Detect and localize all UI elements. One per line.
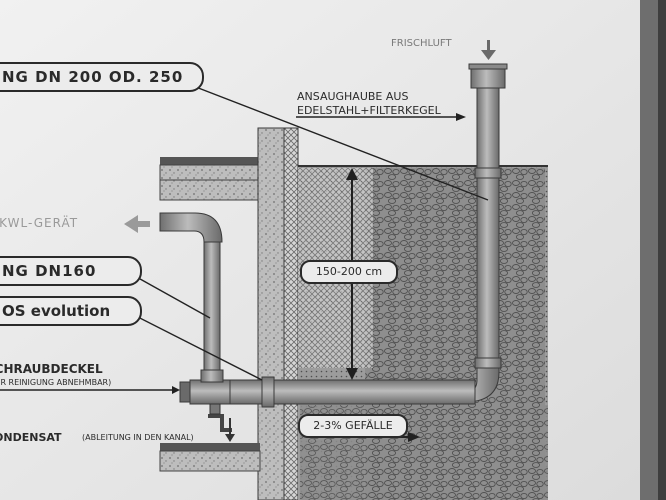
wall-insulation (283, 127, 299, 500)
basement-wall (257, 127, 285, 500)
leader-outer-pipe (187, 83, 489, 201)
leader-system (123, 309, 263, 381)
intake-riser-pipe (476, 87, 500, 371)
label-slope: 2-3% GEFÄLLE (298, 414, 408, 438)
fresh-air-arrow (487, 40, 490, 54)
screw-cap-housing (189, 379, 231, 405)
label-screw-cap: SCHRAUBDECKEL (0, 362, 103, 376)
label-screw-cap-note: (ZUR REINIGUNG ABNEHMBAR) (0, 378, 112, 387)
label-inner-pipe: NG DN160 (0, 256, 142, 286)
to-unit-arrow (124, 215, 138, 233)
label-intake-line2: EDELSTAHL+FILTERKEGEL (297, 104, 441, 117)
label-intake-line1: ANSAUGHAUBE AUS (297, 90, 409, 103)
label-condensate: KONDENSAT (0, 431, 62, 444)
label-fresh-air: FRISCHLUFT (391, 38, 452, 49)
indoor-elbow (159, 212, 223, 243)
label-outer-pipe: NG DN 200 OD. 250 (0, 62, 204, 92)
depth-arrow-down (346, 368, 358, 380)
label-system: OS evolution (0, 296, 142, 326)
basement-floor (159, 450, 261, 472)
label-to-unit: ZUR KWL-GERÄT (0, 216, 79, 230)
floor-slab-edge (160, 157, 260, 165)
wall-sleeve (261, 376, 275, 408)
slope-arrow-head (408, 432, 420, 442)
condensate-arrow (225, 434, 235, 442)
depth-arrow-up (346, 168, 358, 180)
riser-coupling-upper (474, 167, 502, 179)
floor-slab (159, 164, 261, 181)
label-condensate-note: (ABLEITUNG IN DEN KANAL) (82, 433, 194, 442)
screw-cap (179, 381, 191, 403)
riser-coupling-lower (474, 357, 502, 369)
indoor-riser-pipe (203, 239, 221, 383)
label-depth: 150-200 cm (300, 260, 398, 284)
